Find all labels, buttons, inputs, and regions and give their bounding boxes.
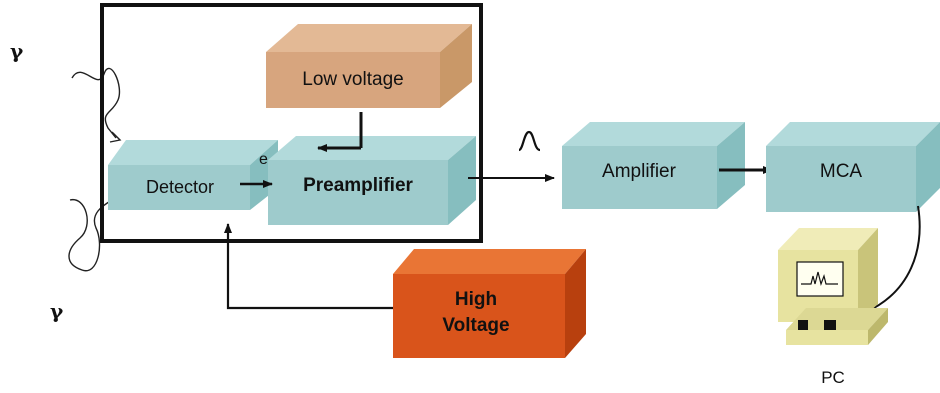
high-voltage-label-line2: Voltage (442, 315, 509, 336)
gamma-ray-top-arrowhead (109, 131, 122, 143)
electron-label: e (259, 151, 268, 168)
detector-label: Detector (146, 177, 214, 197)
gamma-ray-top (71, 67, 121, 139)
low-voltage-label: Low voltage (302, 69, 403, 90)
amplifier-block: Amplifier (562, 122, 745, 209)
high-voltage-label-line1: High (455, 289, 497, 310)
gamma-bottom-label: γ (50, 299, 64, 323)
mca-to-pc-cable (865, 205, 921, 313)
mca-label: MCA (820, 161, 863, 182)
amplifier-label: Amplifier (602, 161, 677, 182)
pc-label: PC (821, 368, 845, 387)
preamplifier-label: Preamplifier (303, 175, 413, 196)
detector-head-frame (100, 3, 483, 243)
mca-block: MCA (766, 122, 940, 212)
spectrum-icon (801, 271, 838, 287)
preamplifier-block: Preamplifier (268, 136, 476, 225)
gamma-top-label: γ (10, 39, 24, 63)
pc-icon: PC (778, 228, 888, 387)
gamma-ray-bottom (68, 199, 113, 272)
pulse-symbol (518, 130, 541, 152)
high-voltage-to-detector-arrow (224, 223, 393, 310)
detector-block: Detector (108, 140, 278, 210)
low-voltage-block: Low voltage (266, 24, 472, 108)
high-voltage-block: High Voltage (393, 249, 586, 358)
